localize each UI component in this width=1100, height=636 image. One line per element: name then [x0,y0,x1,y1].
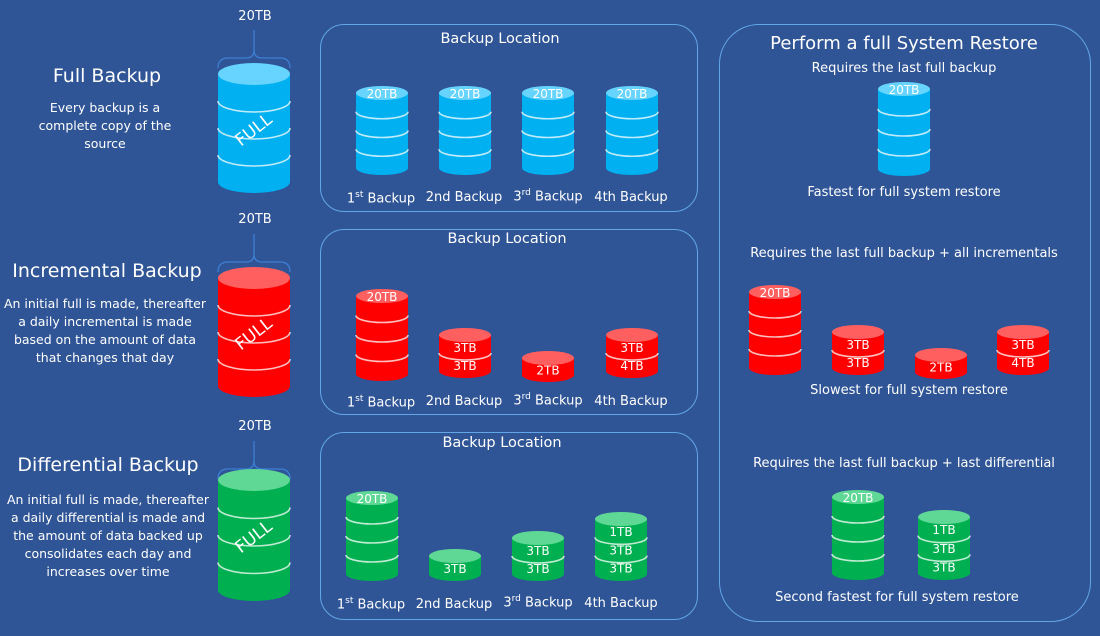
backup-location-panel-differential [320,432,698,620]
location-full-cylinder-3-label: 20TB [533,87,564,101]
location-differential-cylinder-2: 3TB [429,549,481,581]
location-incremental-caption-3: 3rd Backup [513,392,583,409]
restore-full-cylinder-label: 20TB [889,83,920,97]
full-backup-description: Every backup is a complete copy of the s… [38,100,172,151]
restore-full-cylinder: 20TB [877,82,931,176]
differential-backup-title: Differential Backup [17,454,199,476]
location-incremental-cylinder-3: 2TB [522,351,574,382]
differential-backup-cylinder: FULL [217,469,291,601]
location-incremental-cylinder-1-label: 20TB [367,290,398,304]
restore-incremental-note: Slowest for full system restore [810,383,1008,398]
location-differential-cylinder-1: 20TB [345,491,399,581]
restore-differential-cylinder-1: 20TB [831,490,885,580]
location-full-cylinder-1: 20TB [355,86,409,175]
location-full-cylinder-4-label: 20TB [617,87,648,101]
location-differential-caption-3: 3rd Backup [503,594,573,611]
location-full-cylinder-3: 20TB [521,86,575,175]
backup-location-panel-full [320,24,698,212]
location-full-cylinder-1-label: 20TB [367,87,398,101]
location-full-caption-3: 3rd Backup [513,188,583,205]
restore-differential-cylinder-2: 1TB 3TB 3TB [917,510,971,580]
location-full-cylinder-4: 20TB [605,86,659,175]
location-title-full: Backup Location [440,31,560,47]
restore-differential-cylinder-1-label: 20TB [843,491,874,505]
location-full-cylinder-2-label: 20TB [450,87,481,101]
location-incremental-cylinder-4-band-label-1: 3TB [620,341,643,355]
location-differential-cylinder-4: 1TB 3TB 3TB [594,512,648,581]
restore-incremental-cylinder-1: 20TB [748,285,802,375]
location-incremental-cylinder-4-band-label-2: 4TB [620,359,643,373]
location-differential-caption-2: 2nd Backup [415,597,493,612]
restore-incremental-cylinder-2-band-label-1: 3TB [846,338,869,352]
location-title-differential: Backup Location [442,435,562,451]
full-backup-title: Full Backup [52,65,162,87]
location-differential-caption-1: 1st Backup [336,596,406,613]
restore-differential-cylinder-2-band-label-1: 1TB [932,523,955,537]
system-restore-panel [719,24,1091,622]
location-differential-cylinder-4-band-label-1: 1TB [609,525,632,539]
location-incremental-caption-2: 2nd Backup [425,394,503,409]
restore-full-note: Fastest for full system restore [807,185,1001,200]
restore-title: Perform a full System Restore [770,33,1038,54]
incremental-backup-title: Incremental Backup [12,260,202,282]
location-full-caption-4: 4th Backup [594,190,668,205]
location-differential-cylinder-3-band-label-1: 3TB [526,544,549,558]
backup-location-panel-incremental [320,229,698,415]
location-incremental-cylinder-1: 20TB [355,289,409,381]
restore-differential-cylinder-2-band-label-3: 3TB [932,561,955,575]
restore-differential-requirement: Requires the last full backup + last dif… [753,456,1055,471]
incremental-size-label: 20TB [238,212,272,227]
location-differential-cylinder-4-band-label-2: 3TB [609,543,632,557]
full-backup-cylinder: FULL [217,63,291,193]
incremental-backup-description: An initial full is made, thereafter a da… [3,296,207,365]
incremental-backup-cylinder: FULL [217,267,291,397]
restore-incremental-cylinder-4-band-label-2: 4TB [1011,356,1034,370]
location-differential-cylinder-1-label: 20TB [357,492,388,506]
full-size-label: 20TB [238,9,272,24]
restore-incremental-cylinder-2-band-label-2: 3TB [846,356,869,370]
location-full-caption-1: 1st Backup [346,190,416,207]
differential-backup-description: An initial full is made, thereafter a da… [6,492,210,579]
location-incremental-caption-4: 4th Backup [594,394,668,409]
restore-incremental-cylinder-1-label: 20TB [760,286,791,300]
location-differential-caption-4: 4th Backup [584,596,658,611]
restore-full-requirement: Requires the last full backup [811,61,997,76]
location-incremental-cylinder-2-band-label-1: 3TB [453,341,476,355]
location-title-incremental: Backup Location [447,231,567,247]
restore-differential-cylinder-2-band-label-2: 3TB [932,542,955,556]
differential-size-label: 20TB [238,419,272,434]
location-full-caption-2: 2nd Backup [425,190,503,205]
restore-incremental-cylinder-4-band-label-1: 3TB [1011,338,1034,352]
restore-differential-note: Second fastest for full system restore [775,590,1019,605]
location-incremental-caption-1: 1st Backup [346,394,416,411]
location-differential-cylinder-2-band-label-1: 3TB [443,562,466,576]
location-incremental-cylinder-2-band-label-2: 3TB [453,359,476,373]
location-full-cylinder-2: 20TB [438,86,492,175]
location-differential-cylinder-4-band-label-3: 3TB [609,562,632,576]
restore-incremental-requirement: Requires the last full backup + all incr… [750,246,1058,261]
location-differential-cylinder-3-band-label-2: 3TB [526,562,549,576]
restore-incremental-cylinder-3: 2TB [915,348,967,379]
location-incremental-cylinder-3-band-label-1: 2TB [536,363,559,377]
restore-incremental-cylinder-3-band-label-1: 2TB [929,360,952,374]
